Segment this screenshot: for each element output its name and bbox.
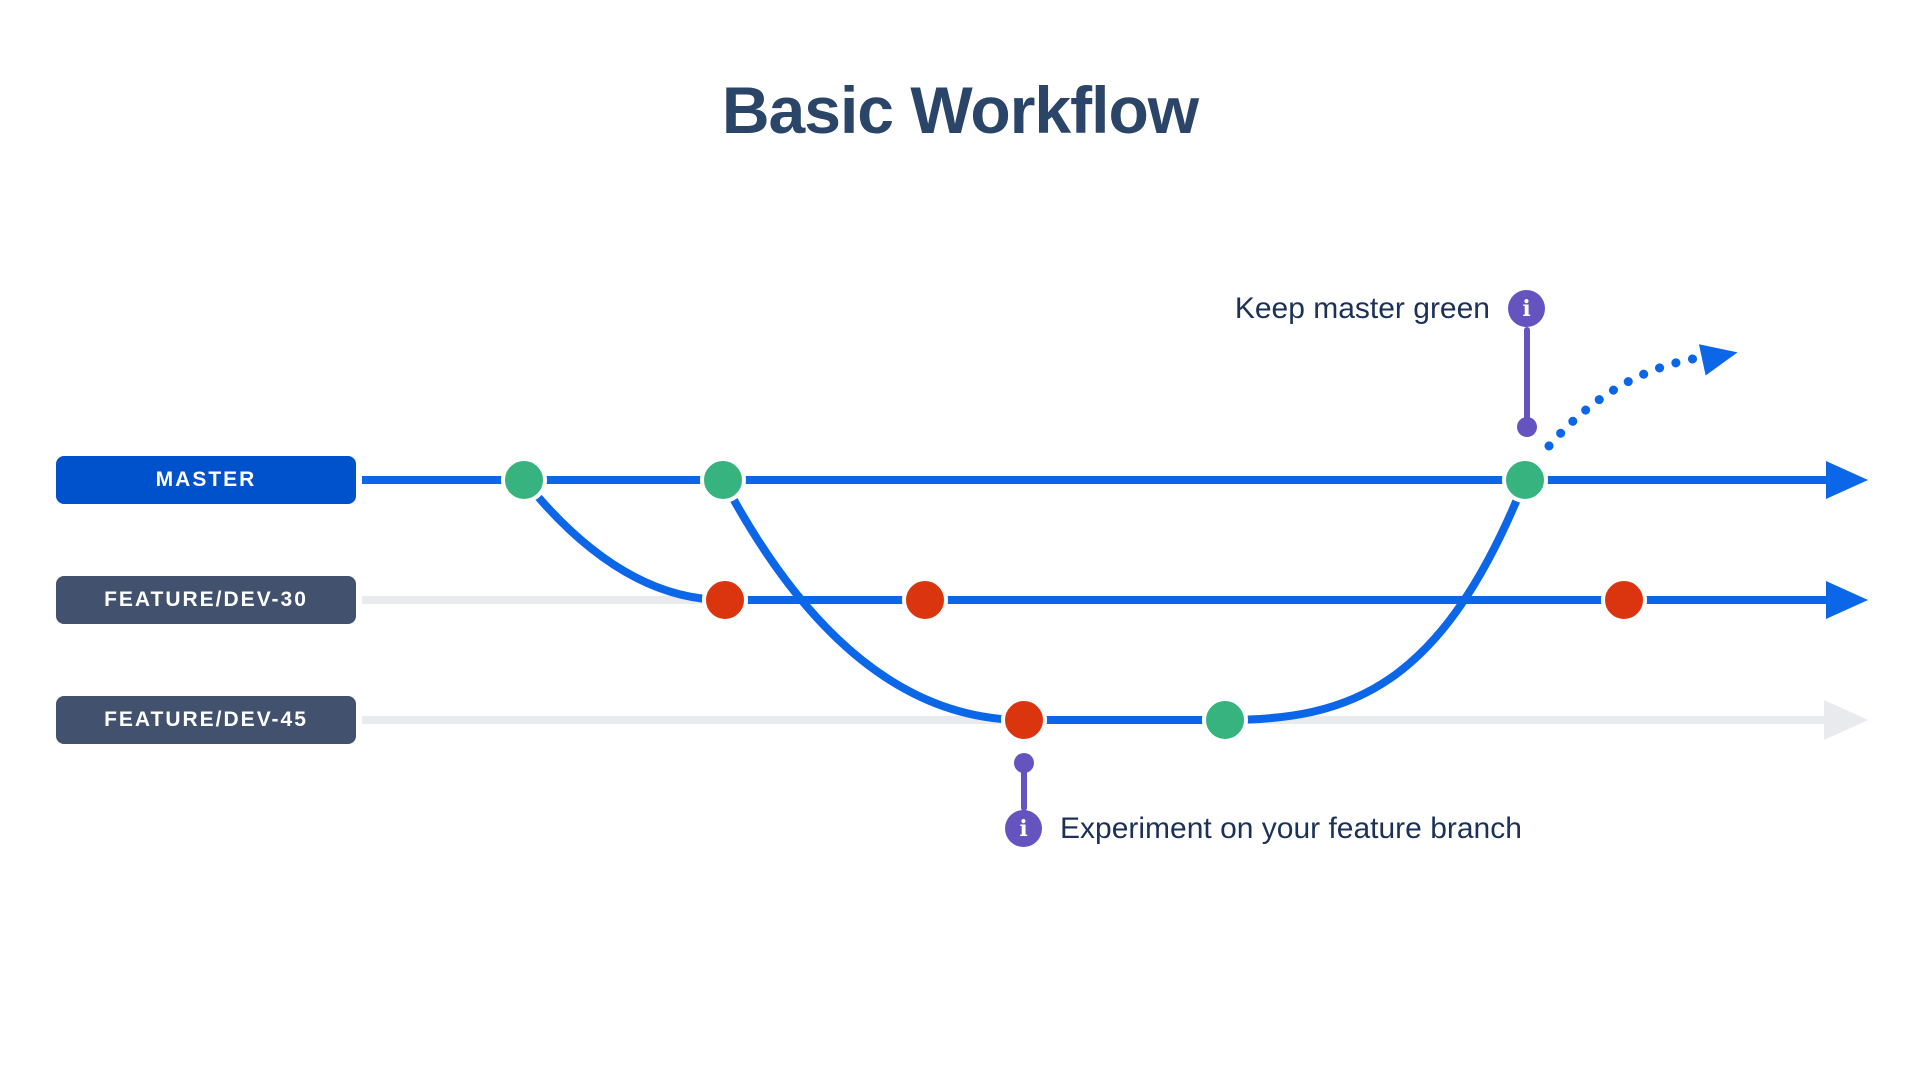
merge-curve-dev45-to-master <box>1221 476 1529 724</box>
branch-label-master-text: MASTER <box>155 468 257 491</box>
annotation-experiment: i Experiment on your feature branch <box>1005 810 1522 847</box>
info-icon[interactable]: i <box>1508 290 1545 327</box>
dev45-arrowhead <box>1824 700 1868 740</box>
future-arrowhead <box>1698 344 1738 376</box>
branch-label-dev30-text: FEATURE/DEV-30 <box>104 588 308 611</box>
commit-dot-dev45-2 <box>1202 697 1248 743</box>
commit-dot-dev45-1 <box>1001 697 1047 743</box>
experiment-connector-dot <box>1014 753 1034 773</box>
dev30-arrowhead <box>1826 581 1868 619</box>
commit-dot-master-2 <box>700 457 746 503</box>
annotation-keep-master-green-text: Keep master green <box>1234 291 1490 325</box>
branch-curve-master-to-dev45 <box>719 476 1028 724</box>
commit-dot-dev30-3 <box>1601 577 1647 623</box>
branch-label-dev45-text: FEATURE/DEV-45 <box>104 708 308 731</box>
commit-dot-master-1 <box>501 457 547 503</box>
commit-dot-master-3 <box>1502 457 1548 503</box>
info-icon[interactable]: i <box>1005 810 1042 847</box>
branch-curve-master-to-dev30 <box>520 476 729 604</box>
annotation-experiment-text: Experiment on your feature branch <box>1060 811 1522 845</box>
commit-dot-dev30-2 <box>902 577 948 623</box>
keep-master-green-connector-dot <box>1517 417 1537 437</box>
future-dotted-arc <box>1544 352 1709 451</box>
annotation-keep-master-green: Keep master green i <box>1235 290 1545 327</box>
master-arrowhead <box>1826 461 1868 499</box>
page-title: Basic Workflow <box>721 73 1199 147</box>
branch-label-feature-dev-45: FEATURE/DEV-45 <box>56 696 356 744</box>
branch-label-master: MASTER <box>56 456 356 504</box>
commit-dot-dev30-1 <box>702 577 748 623</box>
branch-label-feature-dev-30: FEATURE/DEV-30 <box>56 576 356 624</box>
